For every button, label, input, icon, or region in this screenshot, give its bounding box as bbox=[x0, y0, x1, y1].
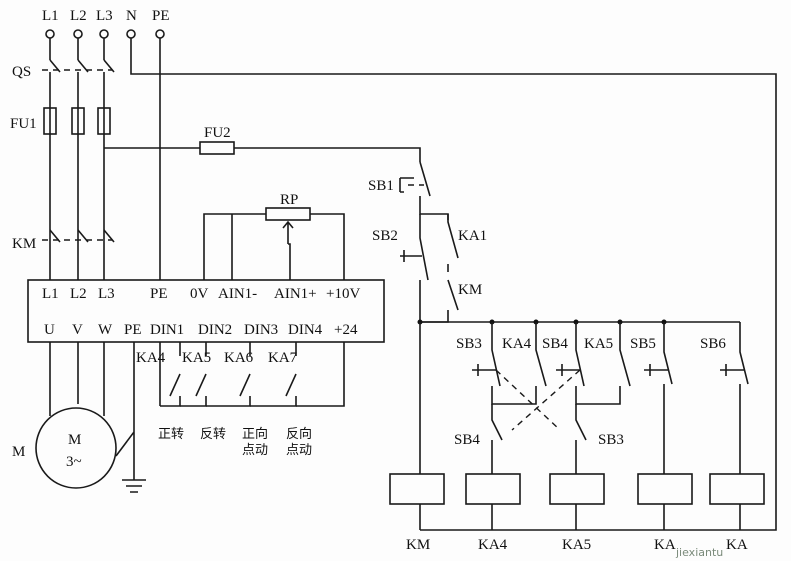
ka5-branch bbox=[556, 322, 631, 530]
func-jog-forward-2: 点动 bbox=[242, 443, 268, 458]
label-l3: L3 bbox=[96, 8, 113, 24]
inverter-terminals-top: L1 L2 L3 PE 0V AIN1- AIN1+ +10V bbox=[42, 286, 360, 302]
fuse-fu2 bbox=[199, 141, 235, 155]
coil-label-ka5: KA5 bbox=[562, 537, 591, 553]
label-fu1: FU1 bbox=[10, 116, 37, 132]
inv-bot-pe: PE bbox=[124, 322, 142, 338]
label-sb4-lower: SB4 bbox=[454, 432, 480, 448]
label-l2: L2 bbox=[70, 8, 87, 24]
inv-bot-din3: DIN3 bbox=[244, 322, 278, 338]
coil-label-ka7: KA bbox=[726, 537, 748, 553]
inv-bot-din4: DIN4 bbox=[288, 322, 323, 338]
inv-bot-24v: +24 bbox=[334, 322, 358, 338]
label-km-main: KM bbox=[12, 236, 36, 252]
motor-phase-label: 3~ bbox=[66, 454, 82, 470]
label-sb1: SB1 bbox=[368, 178, 394, 194]
inv-top-l1: L1 bbox=[42, 286, 59, 302]
supply-terminals bbox=[45, 29, 165, 39]
ka4-branch bbox=[472, 322, 547, 530]
label-sb3-lower: SB3 bbox=[598, 432, 624, 448]
fuse-fu1 bbox=[43, 107, 111, 135]
label-rp: RP bbox=[280, 192, 298, 208]
relay-ka7-label: KA7 bbox=[268, 350, 298, 366]
interlock-links bbox=[495, 369, 581, 431]
func-jog-forward-1: 正向 bbox=[242, 426, 268, 442]
label-km-contact: KM bbox=[458, 282, 482, 298]
coil-label-ka6: KA bbox=[654, 537, 676, 553]
motor-label: M bbox=[12, 444, 25, 460]
power-lines bbox=[42, 38, 115, 280]
label-pe: PE bbox=[152, 8, 170, 24]
label-sb4: SB4 bbox=[542, 336, 568, 352]
inv-top-l3: L3 bbox=[98, 286, 115, 302]
motor-inner-label: M bbox=[68, 432, 81, 448]
ground-symbol bbox=[115, 342, 146, 493]
relay-ka5-label: KA5 bbox=[182, 350, 211, 366]
relay-ka4-label: KA4 bbox=[136, 350, 166, 366]
func-reverse: 反转 bbox=[200, 427, 226, 442]
sb5-sb6-branches bbox=[644, 322, 749, 530]
din-contacts bbox=[159, 342, 345, 407]
label-sb5: SB5 bbox=[630, 336, 656, 352]
inv-bot-w: W bbox=[98, 322, 113, 338]
label-n: N bbox=[126, 8, 137, 24]
potentiometer-rp bbox=[203, 207, 345, 280]
label-qs: QS bbox=[12, 64, 31, 80]
label-fu2: FU2 bbox=[204, 125, 231, 141]
inv-top-ain1-plus: AIN1+ bbox=[274, 286, 317, 302]
motor-circle bbox=[35, 407, 117, 489]
sb2-ka1-branch bbox=[400, 214, 459, 323]
func-forward: 正转 bbox=[158, 427, 184, 442]
neutral-line bbox=[130, 38, 777, 531]
label-sb2: SB2 bbox=[372, 228, 398, 244]
inv-top-ain1-minus: AIN1- bbox=[218, 286, 257, 302]
relay-ka6-label: KA6 bbox=[224, 350, 254, 366]
inv-bot-v: V bbox=[72, 322, 83, 338]
watermark: jiexiantu bbox=[675, 546, 723, 559]
inv-top-l2: L2 bbox=[70, 286, 87, 302]
func-jog-reverse-2: 点动 bbox=[286, 443, 312, 458]
label-l1: L1 bbox=[42, 8, 59, 24]
control-supply-line bbox=[104, 147, 421, 162]
label-ka4: KA4 bbox=[502, 336, 532, 352]
sb1-switch bbox=[399, 161, 449, 220]
relay-coils bbox=[389, 473, 765, 505]
inv-bot-u: U bbox=[44, 322, 55, 338]
label-sb6: SB6 bbox=[700, 336, 726, 352]
inv-bot-din2: DIN2 bbox=[198, 322, 232, 338]
func-jog-reverse-1: 反向 bbox=[286, 426, 312, 442]
motor-leads bbox=[49, 342, 105, 416]
label-sb3: SB3 bbox=[456, 336, 482, 352]
inverter-terminals-bottom: U V W PE DIN1 DIN2 DIN3 DIN4 +24 bbox=[44, 322, 358, 338]
label-ka5: KA5 bbox=[584, 336, 613, 352]
inv-top-pe: PE bbox=[150, 286, 168, 302]
inv-top-0v: 0V bbox=[190, 286, 209, 302]
label-ka1: KA1 bbox=[458, 228, 487, 244]
coil-label-km: KM bbox=[406, 537, 430, 553]
coil-label-ka4: KA4 bbox=[478, 537, 508, 553]
inv-top-10v: +10V bbox=[326, 286, 360, 302]
inv-bot-din1: DIN1 bbox=[150, 322, 184, 338]
